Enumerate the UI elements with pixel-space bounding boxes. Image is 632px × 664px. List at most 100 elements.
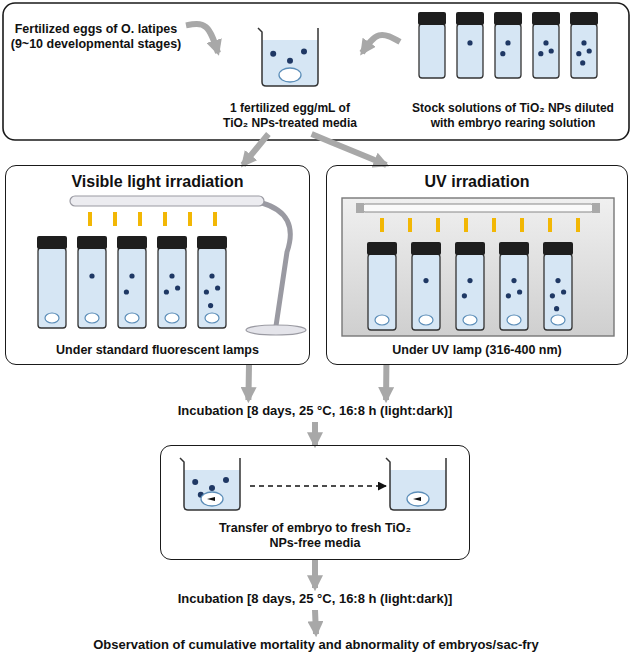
nanoparticle-dot	[215, 285, 220, 290]
vial-body	[533, 24, 559, 78]
beaker-outline	[386, 458, 446, 510]
vial	[157, 236, 187, 328]
node-text: Under UV lamp (316-400 nm)	[392, 343, 562, 358]
beaker	[258, 28, 318, 86]
vial-cap	[157, 236, 187, 249]
embryo	[413, 497, 421, 501]
box-title: Visible light irradiation	[71, 172, 243, 191]
vial-body	[368, 254, 396, 330]
nanoparticle-dot	[124, 289, 129, 294]
nanoparticle-dot	[561, 289, 566, 294]
uv-lamp-cap	[592, 203, 600, 213]
light-ray	[88, 212, 92, 226]
node-text: 1 fertilized egg/mL of TiO₂ NPs-treated …	[218, 101, 362, 130]
vial	[543, 242, 573, 330]
light-ray	[520, 218, 524, 232]
vial	[197, 236, 227, 328]
nanoparticle-dot	[538, 51, 543, 56]
light-ray	[548, 218, 552, 232]
box-title: UV irradiation	[425, 172, 530, 191]
vial	[411, 242, 441, 330]
light-ray	[113, 212, 117, 226]
lamp-arm	[262, 203, 290, 326]
lamp-base	[246, 325, 306, 335]
nanoparticle-dot	[164, 289, 169, 294]
vial	[456, 12, 484, 78]
beaker-liquid	[262, 40, 318, 86]
transfer-arrow	[250, 485, 386, 486]
node-text: Under standard fluorescent lamps	[56, 343, 259, 358]
flow-arrow	[383, 365, 389, 400]
nanoparticle-dot	[270, 51, 276, 57]
nanoparticle-dot	[511, 278, 516, 283]
vial	[494, 12, 522, 78]
vial-body	[544, 254, 572, 330]
nanoparticle-dot	[129, 273, 134, 278]
nanoparticle-dot	[543, 40, 548, 45]
vial	[532, 12, 560, 78]
light-ray	[213, 212, 217, 226]
vial-cap	[570, 12, 598, 25]
light-ray	[163, 212, 167, 226]
vial-cap	[418, 12, 446, 25]
vial-cap	[411, 242, 441, 255]
input-label: Fertilized eggs of O. latipes (9~10 deve…	[6, 8, 186, 66]
vial	[499, 242, 529, 330]
vial-body	[412, 254, 440, 330]
vial-body	[457, 24, 483, 78]
step-label: Incubation [8 days, 25 °C, 16:8 h (light…	[130, 400, 500, 422]
beaker-liquid	[184, 470, 240, 510]
nanoparticle-dot	[204, 289, 209, 294]
node-text: Transfer of embryo to fresh TiO₂ NPs-fre…	[211, 521, 419, 551]
node-text: Incubation [8 days, 25 °C, 16:8 h (light…	[178, 591, 453, 607]
flow-arrow	[315, 610, 316, 634]
egg	[279, 68, 301, 82]
light-ray	[188, 212, 192, 226]
egg	[375, 315, 389, 325]
beaker-outline	[258, 28, 318, 86]
lamp-head	[70, 196, 264, 206]
nanoparticle-dot	[554, 306, 559, 311]
nanoparticle-dot	[580, 60, 585, 65]
nanoparticle-dot	[500, 51, 505, 56]
nanoparticle-dot	[581, 40, 586, 45]
vial-body	[495, 24, 521, 78]
vial-cap	[367, 242, 397, 255]
nanoparticle-dot	[423, 278, 428, 283]
nanoparticle-dot	[209, 273, 214, 278]
uv-lamp-cap	[356, 203, 364, 213]
nanoparticle-dot	[208, 303, 213, 308]
node-text: Fertilized eggs of O. latipes (9~10 deve…	[10, 22, 182, 52]
vial-body	[456, 254, 484, 330]
flow-arrow	[312, 422, 318, 445]
nanoparticle-dot	[576, 51, 581, 56]
flow-arrow	[186, 24, 218, 53]
vial	[37, 236, 67, 328]
nanoparticle-dot	[169, 273, 174, 278]
embryo	[207, 497, 215, 501]
beaker	[180, 458, 240, 510]
egg	[125, 313, 139, 323]
beaker-label: 1 fertilized egg/mL of TiO₂ NPs-treated …	[218, 18, 362, 134]
vial-body	[198, 248, 226, 328]
nanoparticle-dot	[555, 278, 560, 283]
egg	[45, 313, 59, 323]
nanoparticle-dot	[287, 58, 293, 64]
light-ray	[576, 218, 580, 232]
flow-arrow	[362, 35, 400, 53]
light-ray	[408, 218, 412, 232]
process-box: UV irradiationUnder UV lamp (316-400 nm)	[326, 165, 628, 365]
vial-body	[419, 24, 445, 78]
egg	[165, 313, 179, 323]
result-label: Observation of cumulative mortality and …	[10, 634, 622, 656]
uv-lamp-tube	[362, 204, 594, 212]
vial	[418, 12, 446, 78]
light-ray	[380, 218, 384, 232]
egg	[85, 313, 99, 323]
vial-cap	[197, 236, 227, 249]
beaker	[386, 458, 446, 510]
vial	[117, 236, 147, 328]
vial-cap	[532, 12, 560, 25]
vial-cap	[499, 242, 529, 255]
